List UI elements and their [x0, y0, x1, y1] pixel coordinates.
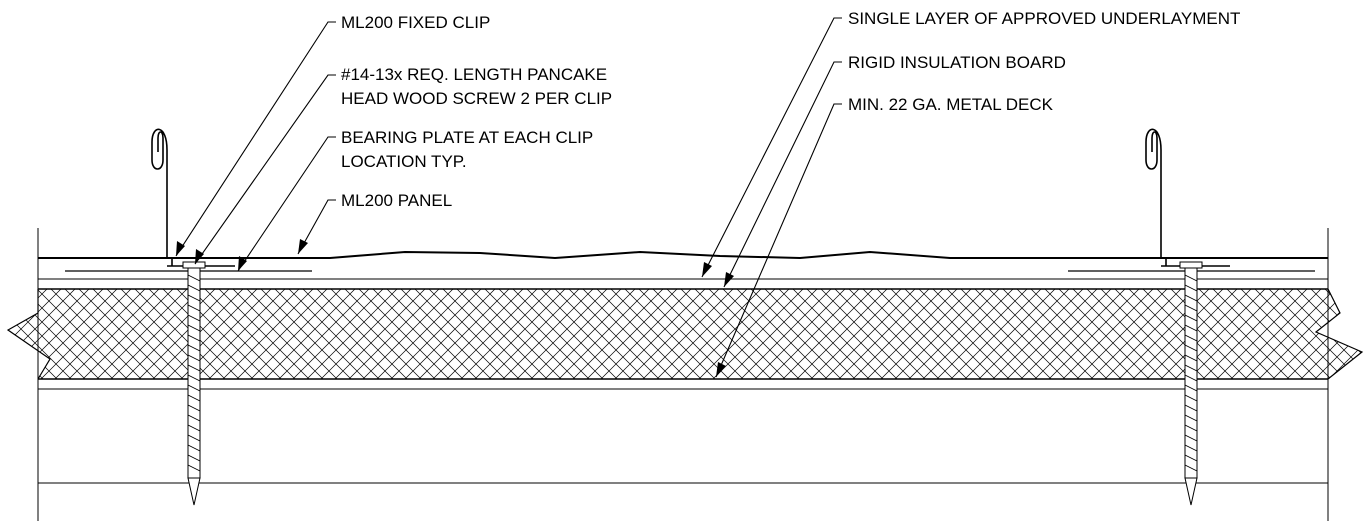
leader-screw	[194, 74, 336, 265]
leader-fixed-clip	[175, 21, 336, 257]
leader-underlayment	[701, 17, 842, 278]
callout-bearing-line1: BEARING PLATE AT EACH CLIP	[341, 128, 593, 147]
right-fixed-clip	[1145, 128, 1230, 267]
right-pancake-head-screw	[1179, 261, 1203, 506]
ml200-panel	[38, 250, 1328, 260]
leader-insulation	[723, 61, 842, 288]
callout-bearing-line2: LOCATION TYP.	[341, 152, 467, 171]
leader-panel	[297, 199, 336, 255]
callout-screw-line1: #14-13x REQ. LENGTH PANCAKE	[341, 65, 607, 84]
callout-fixed-clip: ML200 FIXED CLIP	[341, 13, 490, 32]
callout-screw-line2: HEAD WOOD SCREW 2 PER CLIP	[341, 89, 612, 108]
leader-bearing-plate	[237, 136, 336, 272]
callout-insulation: RIGID INSULATION BOARD	[848, 53, 1066, 72]
callout-underlayment: SINGLE LAYER OF APPROVED UNDERLAYMENT	[848, 9, 1240, 28]
callout-panel: ML200 PANEL	[341, 191, 452, 210]
left-pancake-head-screw	[182, 261, 206, 506]
rigid-insulation-board	[6, 288, 1364, 380]
callout-deck: MIN. 22 GA. METAL DECK	[848, 95, 1054, 114]
left-fixed-clip	[151, 128, 235, 267]
leader-deck	[715, 103, 842, 378]
